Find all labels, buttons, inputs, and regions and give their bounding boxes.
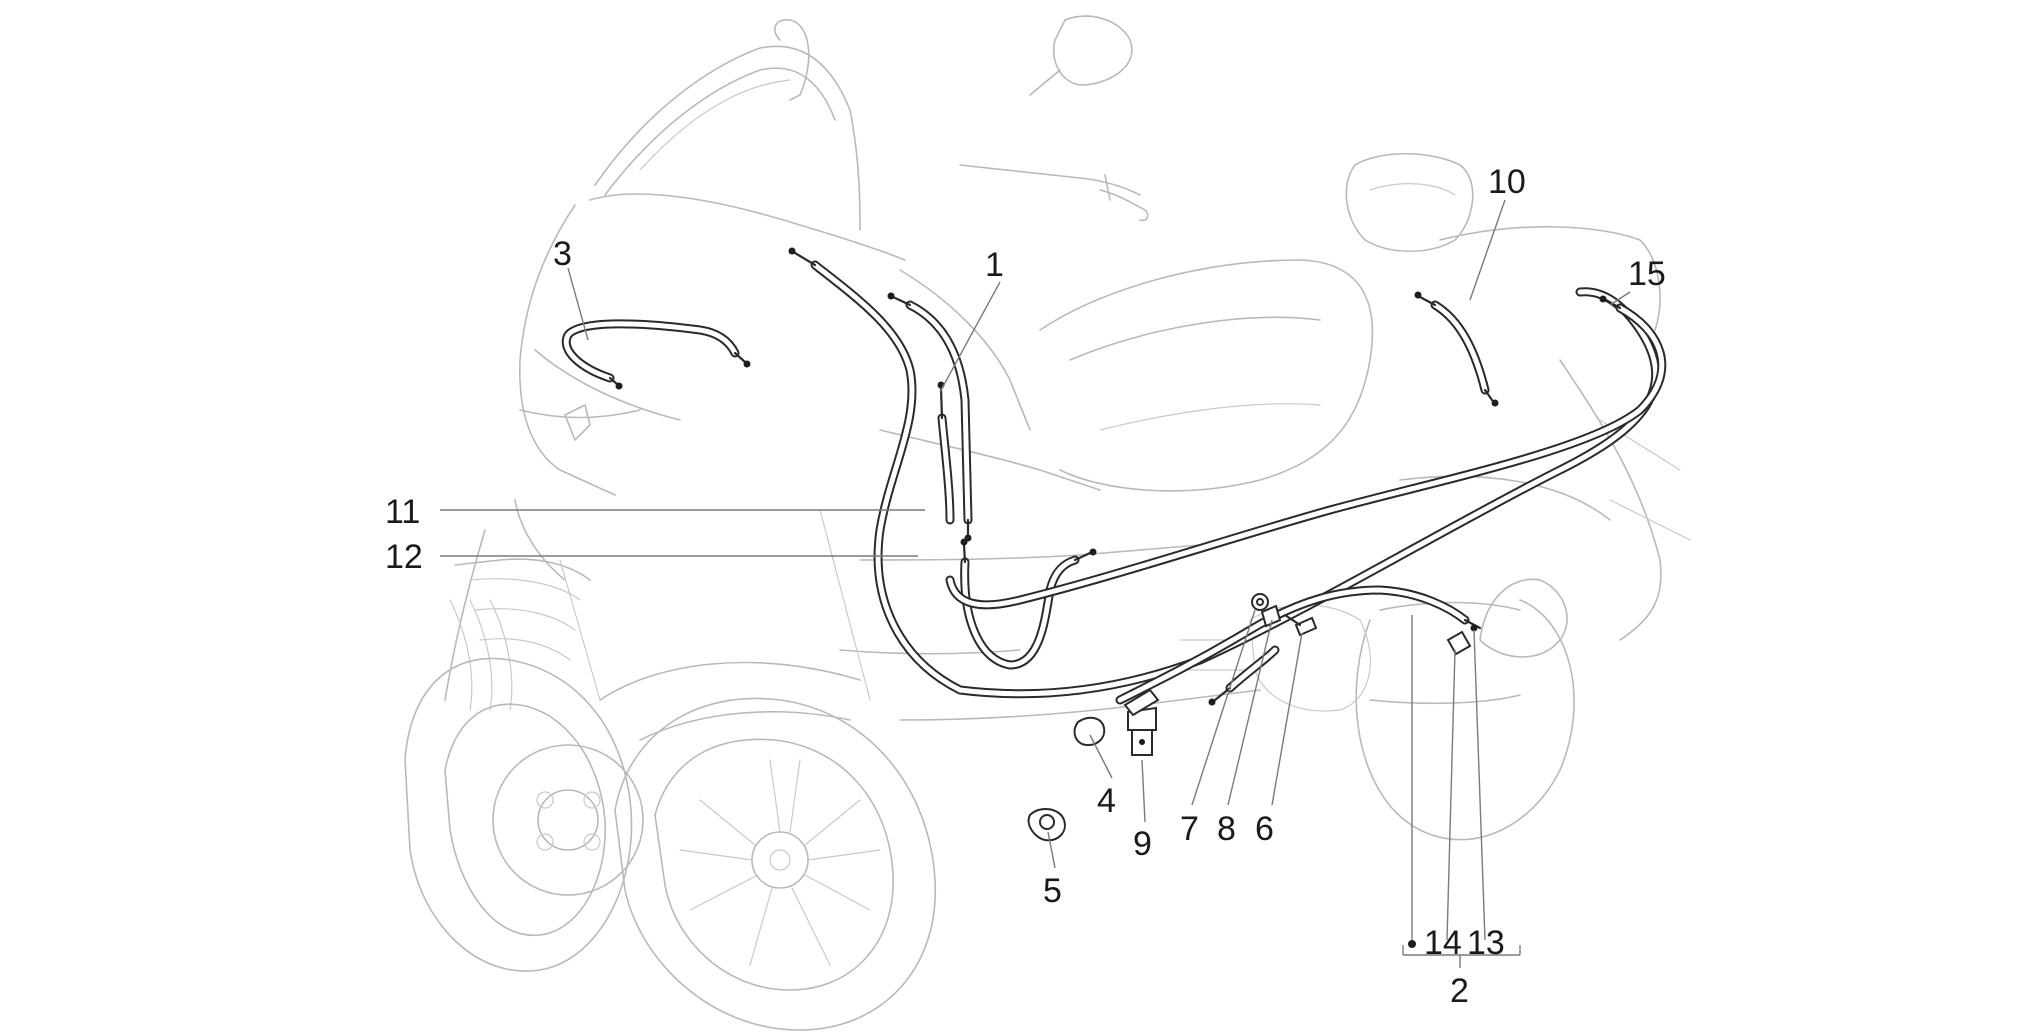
part-14-fitting xyxy=(1446,630,1472,656)
part-13-pin xyxy=(1470,624,1478,632)
callout-9: 9 xyxy=(1133,825,1152,863)
callout-6: 6 xyxy=(1255,810,1274,848)
part-6-bolt xyxy=(1294,616,1318,637)
cable-2-path xyxy=(1115,585,1482,705)
callout-labels: 1 2 3 4 5 6 7 8 9 10 11 12 13 14 15 xyxy=(385,163,1666,1010)
callout-10: 10 xyxy=(1488,163,1526,201)
part-4-clip xyxy=(1073,716,1106,746)
callout-7: 7 xyxy=(1180,810,1199,848)
cable-10-path xyxy=(1414,291,1499,407)
callout-8: 8 xyxy=(1217,810,1236,848)
cable-loop-path xyxy=(960,538,1097,670)
callout-13: 13 xyxy=(1467,924,1505,962)
callout-2: 2 xyxy=(1450,972,1469,1010)
callout-12: 12 xyxy=(385,538,423,576)
leader-lines xyxy=(440,199,1631,968)
cable-3-path xyxy=(561,319,751,390)
cable-set xyxy=(561,247,1667,706)
callout-3: 3 xyxy=(553,235,572,273)
cable-15-path xyxy=(945,295,1667,610)
callout-14: 14 xyxy=(1424,924,1462,962)
small-parts xyxy=(1027,593,1478,842)
cable-11-path xyxy=(937,381,955,525)
callout-5: 5 xyxy=(1043,872,1062,910)
callout-4: 4 xyxy=(1097,782,1116,820)
rod-7-8 xyxy=(1208,645,1280,706)
part-8-plate xyxy=(1260,604,1282,628)
callout-11: 11 xyxy=(385,493,420,531)
callout-1: 1 xyxy=(985,246,1004,284)
callout-15: 15 xyxy=(1628,255,1666,293)
cable-1-path xyxy=(887,292,973,542)
